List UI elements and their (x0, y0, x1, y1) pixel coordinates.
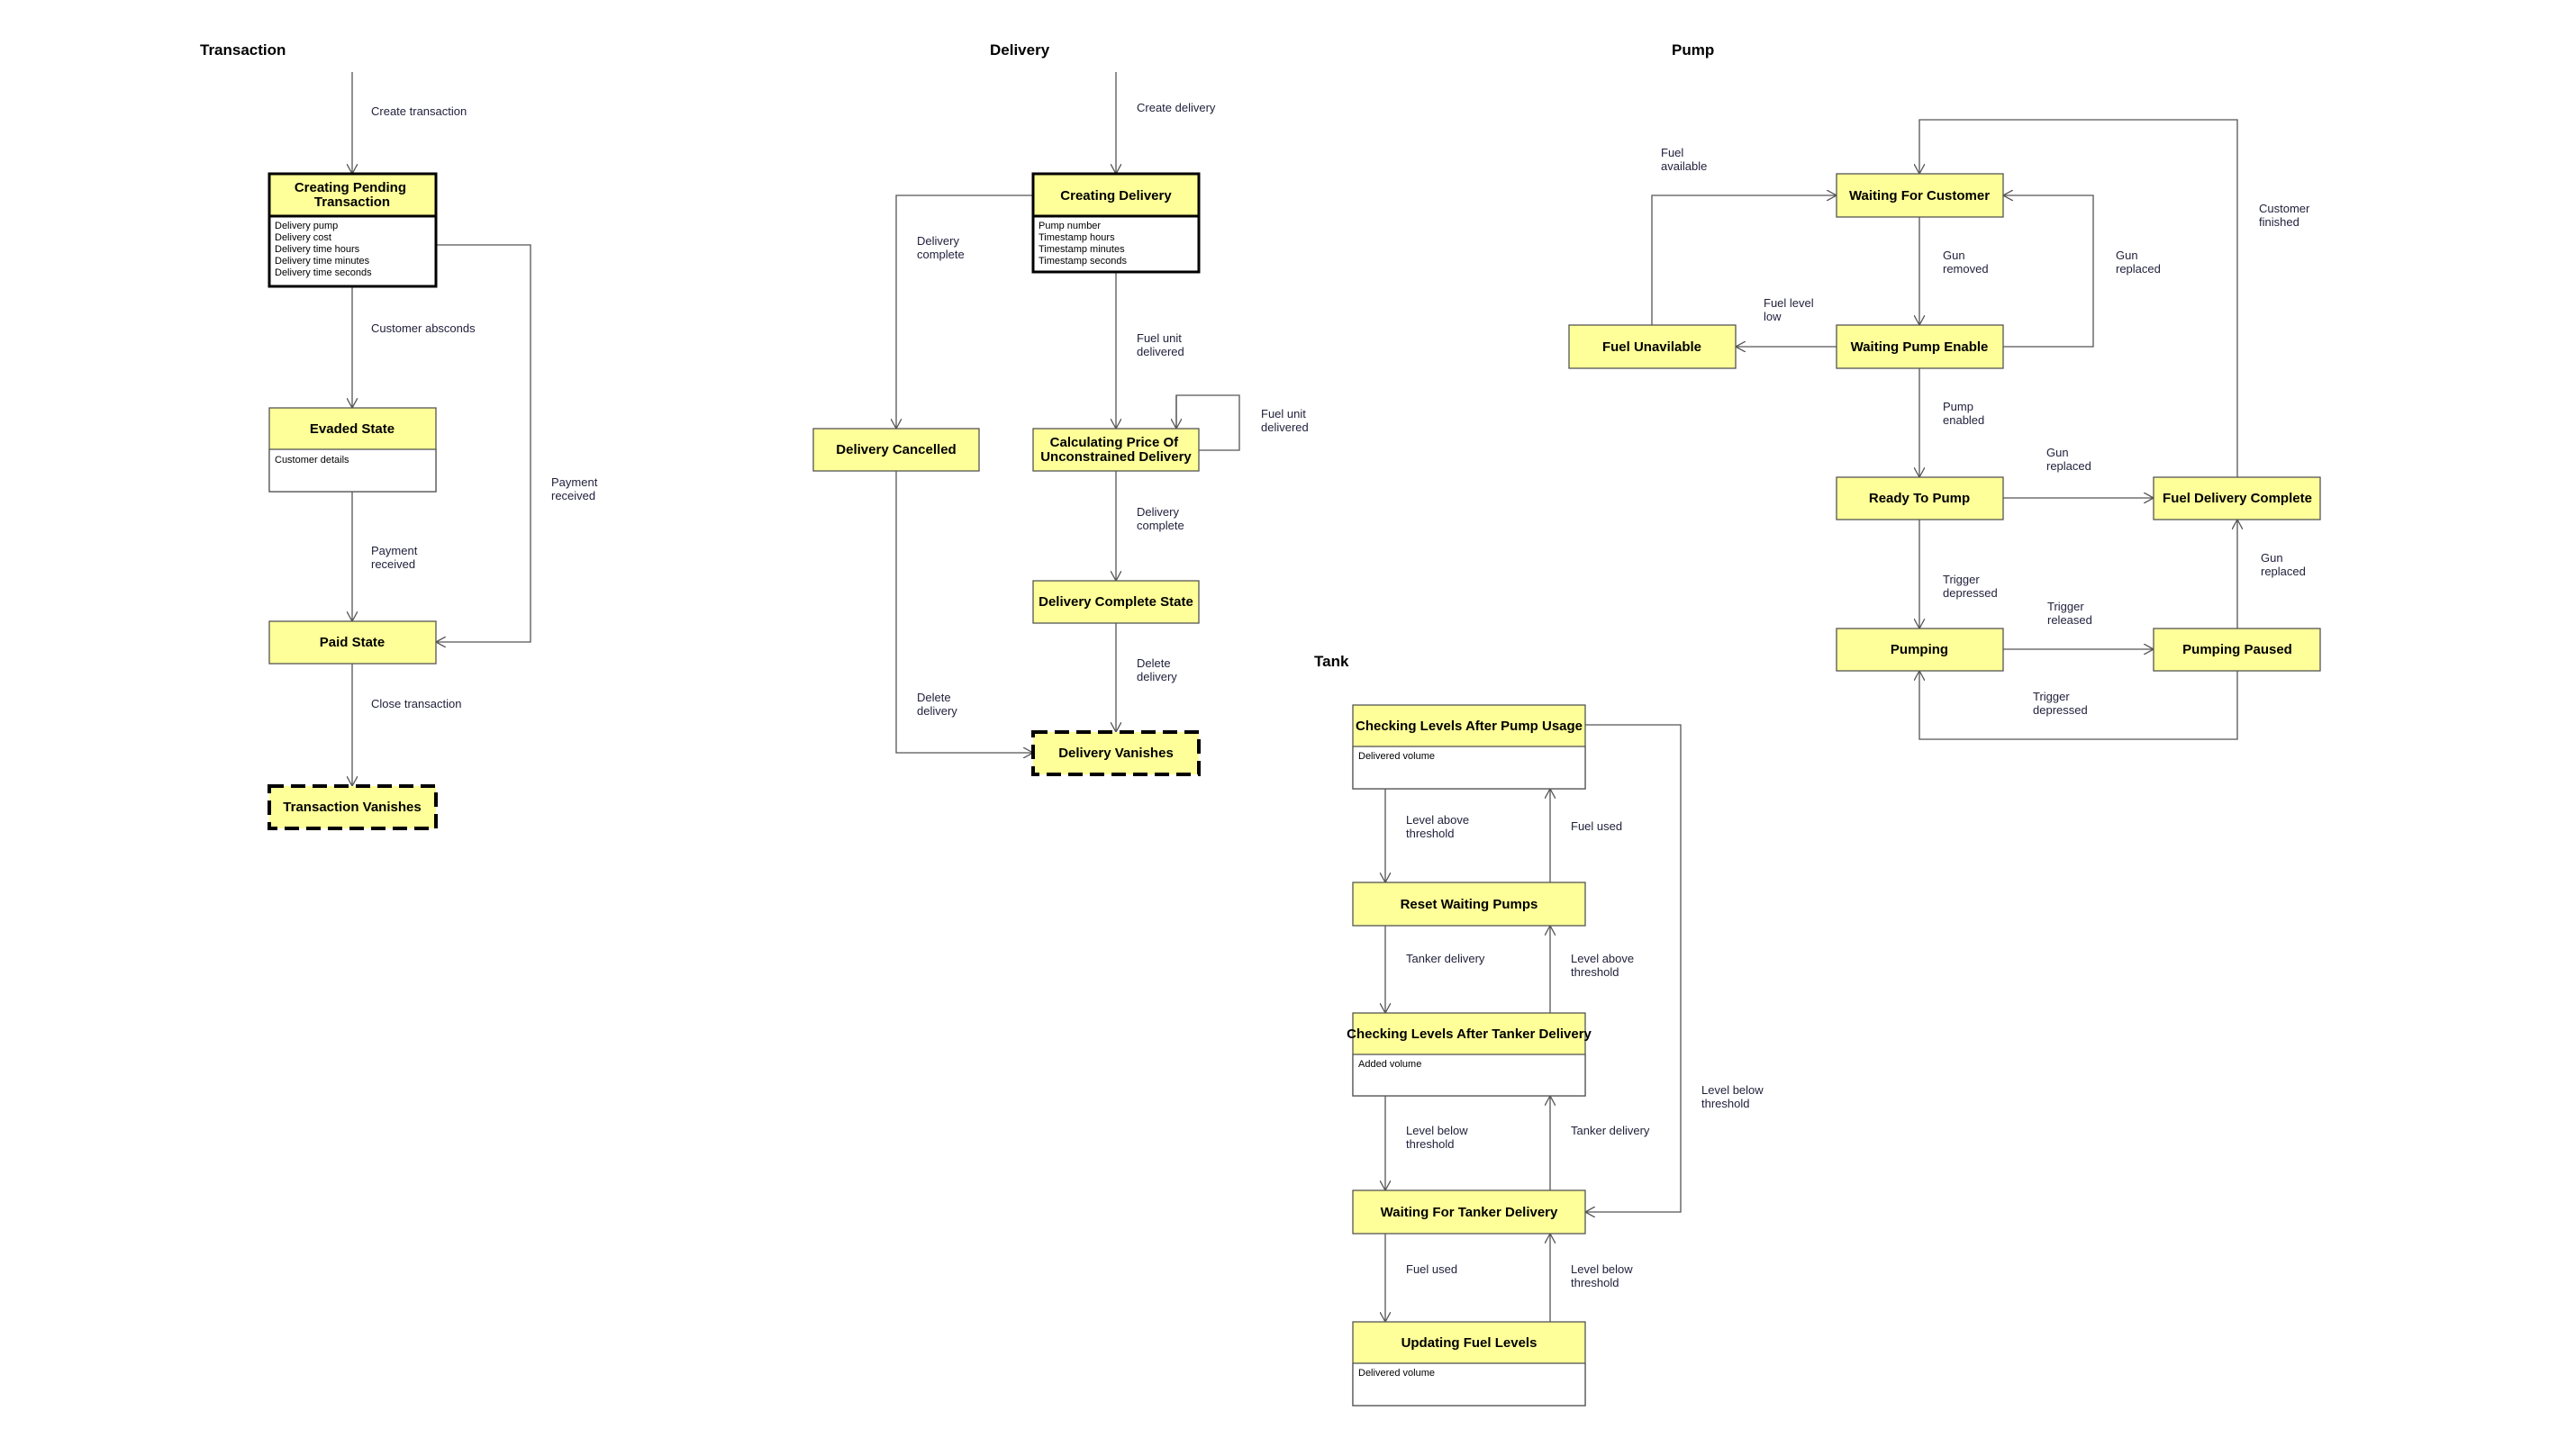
state-creating-pending-transaction[interactable]: Creating Pending Transaction Delivery pu… (268, 172, 438, 288)
state-creating-delivery[interactable]: Creating Delivery Pump number Timestamp … (1031, 172, 1201, 274)
transition-label-create-delivery: Create delivery (1137, 101, 1216, 114)
state-title: Waiting Pump Enable (1851, 339, 1989, 355)
section-title-pump: Pump (1672, 41, 1714, 59)
state-updating-fuel-levels[interactable]: Updating Fuel Levels Delivered volume (1352, 1321, 1586, 1406)
state-title: Pumping (1891, 642, 1948, 657)
state-ready-to-pump[interactable]: Ready To Pump (1836, 476, 2004, 520)
transition-label-close-transaction: Close transaction (371, 697, 461, 710)
state-checking-levels-after-pump-usage[interactable]: Checking Levels After Pump Usage Deliver… (1352, 704, 1586, 790)
state-pumping-paused[interactable]: Pumping Paused (2153, 628, 2321, 672)
state-fuel-unavilable[interactable]: Fuel Unavilable (1568, 324, 1737, 369)
state-title: Transaction Vanishes (283, 800, 421, 815)
state-paid-state[interactable]: Paid State (268, 620, 437, 665)
transition-label-customer-absconds: Customer absconds (371, 321, 476, 335)
state-attributes: Added volume (1358, 1059, 1421, 1070)
state-title: Delivery Cancelled (836, 442, 956, 457)
state-title: Checking Levels After Pump Usage (1356, 719, 1583, 734)
state-title: Fuel Unavilable (1602, 339, 1701, 355)
state-title: Updating Fuel Levels (1401, 1335, 1537, 1351)
transition-label-fuel-used: Fuel used (1571, 819, 1622, 833)
state-attributes: Delivery pump Delivery cost Delivery tim… (275, 221, 372, 278)
state-title: Creating Delivery (1060, 188, 1172, 203)
state-evaded-state[interactable]: Evaded State Customer details (268, 407, 437, 493)
state-attributes: Delivered volume (1358, 751, 1435, 762)
state-title: Fuel Delivery Complete (2163, 491, 2312, 506)
transition-label-tanker-delivery: Tanker delivery (1571, 1124, 1650, 1137)
transition-label-create-transaction: Create transaction (371, 104, 467, 118)
state-title: Delivery Complete State (1039, 594, 1193, 610)
state-title: Calculating Price Of Unconstrained Deliv… (1040, 435, 1192, 465)
section-title-tank: Tank (1314, 653, 1349, 670)
transition-label-tanker-delivery: Tanker delivery (1406, 952, 1485, 965)
state-title: Creating Pending Transaction (295, 180, 410, 210)
state-attributes: Pump number Timestamp hours Timestamp mi… (1039, 221, 1128, 267)
state-pumping[interactable]: Pumping (1836, 628, 2004, 672)
state-fuel-delivery-complete[interactable]: Fuel Delivery Complete (2153, 476, 2321, 520)
state-title: Waiting For Tanker Delivery (1381, 1205, 1558, 1220)
section-title-transaction: Transaction (200, 41, 286, 59)
state-attributes: Delivered volume (1358, 1368, 1435, 1379)
state-delivery-complete-state[interactable]: Delivery Complete State (1032, 580, 1200, 624)
state-title: Paid State (320, 635, 385, 650)
state-waiting-for-customer[interactable]: Waiting For Customer (1836, 173, 2004, 218)
state-checking-levels-after-tanker-delivery[interactable]: Checking Levels After Tanker Delivery Ad… (1347, 1012, 1592, 1097)
state-attributes: Customer details (275, 455, 349, 466)
state-title: Evaded State (310, 421, 395, 437)
state-title: Checking Levels After Tanker Delivery (1347, 1027, 1592, 1042)
state-title: Reset Waiting Pumps (1401, 897, 1538, 912)
state-waiting-for-tanker-delivery[interactable]: Waiting For Tanker Delivery (1352, 1189, 1586, 1235)
state-delivery-cancelled[interactable]: Delivery Cancelled (812, 428, 980, 472)
transition-label-fuel-used: Fuel used (1406, 1262, 1457, 1276)
state-waiting-pump-enable[interactable]: Waiting Pump Enable (1836, 324, 2004, 369)
state-reset-waiting-pumps[interactable]: Reset Waiting Pumps (1352, 882, 1586, 927)
state-title: Waiting For Customer (1849, 188, 1990, 203)
state-transaction-vanishes[interactable]: Transaction Vanishes (268, 784, 438, 830)
section-title-delivery: Delivery (990, 41, 1050, 59)
state-title: Pumping Paused (2182, 642, 2292, 657)
state-calculating-price-of-unconstrained-delivery[interactable]: Calculating Price Of Unconstrained Deliv… (1032, 428, 1200, 472)
state-delivery-vanishes[interactable]: Delivery Vanishes (1031, 730, 1201, 776)
state-title: Ready To Pump (1869, 491, 1970, 506)
state-title: Delivery Vanishes (1058, 746, 1174, 761)
